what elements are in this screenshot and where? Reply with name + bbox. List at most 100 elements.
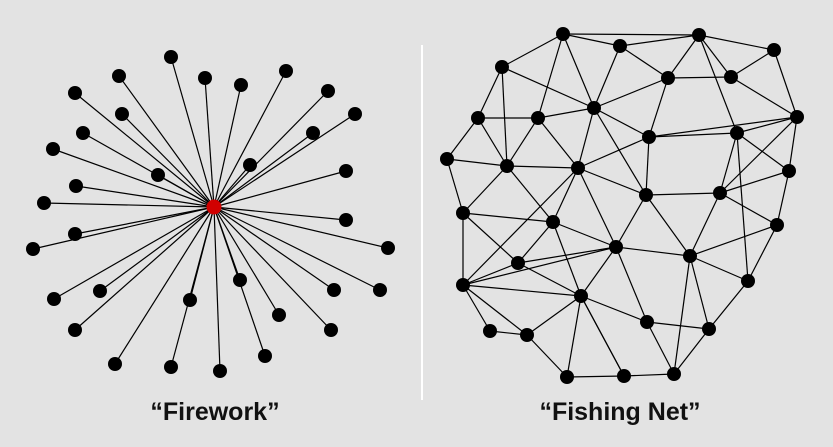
net-node bbox=[617, 369, 631, 383]
firework-node bbox=[198, 71, 212, 85]
net-edge bbox=[562, 33, 621, 47]
net-edge bbox=[698, 34, 738, 134]
net-edge bbox=[615, 246, 691, 257]
net-edge bbox=[562, 33, 595, 109]
net-edge bbox=[689, 255, 749, 282]
firework-node bbox=[381, 241, 395, 255]
net-node bbox=[560, 370, 574, 384]
firework-node bbox=[68, 323, 82, 337]
net-node bbox=[511, 256, 525, 270]
net-edge bbox=[577, 167, 617, 248]
net-edge bbox=[667, 76, 732, 79]
net-edge bbox=[506, 165, 579, 169]
net-edge bbox=[477, 117, 508, 167]
firework-edge bbox=[43, 202, 215, 208]
firework-node bbox=[108, 357, 122, 371]
firework-node bbox=[339, 213, 353, 227]
net-node bbox=[790, 110, 804, 124]
net-edge bbox=[615, 194, 647, 248]
firework-edge bbox=[99, 206, 215, 292]
firework-node bbox=[164, 360, 178, 374]
net-edge bbox=[580, 295, 648, 323]
net-edge bbox=[708, 280, 749, 330]
firework-node bbox=[69, 179, 83, 193]
net-edge bbox=[689, 255, 710, 330]
firework-node bbox=[327, 283, 341, 297]
firework-node bbox=[46, 142, 60, 156]
net-edge bbox=[506, 165, 554, 223]
net-edge bbox=[580, 246, 617, 297]
net-node bbox=[613, 39, 627, 53]
net-edge bbox=[648, 77, 669, 138]
net-node bbox=[531, 111, 545, 125]
net-edge bbox=[462, 212, 554, 223]
net-node bbox=[609, 240, 623, 254]
net-node bbox=[642, 130, 656, 144]
firework-node bbox=[306, 126, 320, 140]
firework-edge bbox=[118, 75, 215, 208]
net-edge bbox=[462, 246, 617, 286]
net-node bbox=[440, 152, 454, 166]
net-edge bbox=[730, 49, 775, 78]
net-edge bbox=[593, 77, 669, 109]
firework-edge bbox=[213, 206, 332, 331]
net-node bbox=[483, 324, 497, 338]
firework-edge bbox=[213, 206, 280, 316]
firework-network bbox=[26, 50, 395, 378]
firework-node bbox=[321, 84, 335, 98]
net-node bbox=[500, 159, 514, 173]
net-edge bbox=[501, 33, 564, 68]
net-edge bbox=[446, 158, 508, 167]
firework-node bbox=[37, 196, 51, 210]
net-edge bbox=[719, 192, 778, 226]
net-node bbox=[456, 206, 470, 220]
net-edge bbox=[566, 295, 582, 378]
net-node bbox=[782, 164, 796, 178]
net-edge bbox=[537, 107, 595, 119]
net-edge bbox=[689, 224, 778, 257]
net-node bbox=[770, 218, 784, 232]
net-edge bbox=[537, 117, 579, 169]
firework-edge bbox=[213, 206, 241, 281]
net-node bbox=[456, 278, 470, 292]
net-edge bbox=[593, 107, 650, 138]
net-node bbox=[471, 111, 485, 125]
net-edge bbox=[577, 167, 647, 196]
panel-divider bbox=[421, 45, 423, 400]
firework-node bbox=[279, 64, 293, 78]
firework-edge bbox=[213, 206, 381, 291]
net-node bbox=[587, 101, 601, 115]
net-edge bbox=[719, 132, 738, 194]
firework-edge bbox=[213, 113, 356, 208]
net-edge bbox=[593, 107, 647, 196]
firework-edge bbox=[213, 206, 347, 221]
firework-edge bbox=[213, 206, 221, 372]
firework-node bbox=[243, 158, 257, 172]
net-node bbox=[741, 274, 755, 288]
firework-edge bbox=[213, 90, 329, 208]
net-node bbox=[574, 289, 588, 303]
firework-node bbox=[76, 126, 90, 140]
net-edge bbox=[719, 170, 790, 194]
firework-node bbox=[68, 86, 82, 100]
firework-edge bbox=[114, 206, 215, 365]
net-node bbox=[767, 43, 781, 57]
firework-edge bbox=[213, 70, 287, 208]
firework-edge bbox=[74, 92, 215, 208]
net-edge bbox=[788, 116, 798, 172]
net-edge bbox=[747, 224, 778, 282]
firework-edge bbox=[213, 170, 347, 208]
firework-edge bbox=[74, 206, 215, 235]
net-edge bbox=[736, 116, 798, 134]
firework-edge bbox=[53, 206, 215, 300]
net-edge bbox=[673, 328, 710, 375]
firework-node bbox=[348, 107, 362, 121]
firework-node bbox=[47, 292, 61, 306]
net-node bbox=[661, 71, 675, 85]
net-edge bbox=[462, 262, 519, 286]
firework-edge bbox=[75, 185, 215, 208]
net-node bbox=[702, 322, 716, 336]
firework-node bbox=[93, 284, 107, 298]
firework-edge bbox=[189, 206, 215, 301]
